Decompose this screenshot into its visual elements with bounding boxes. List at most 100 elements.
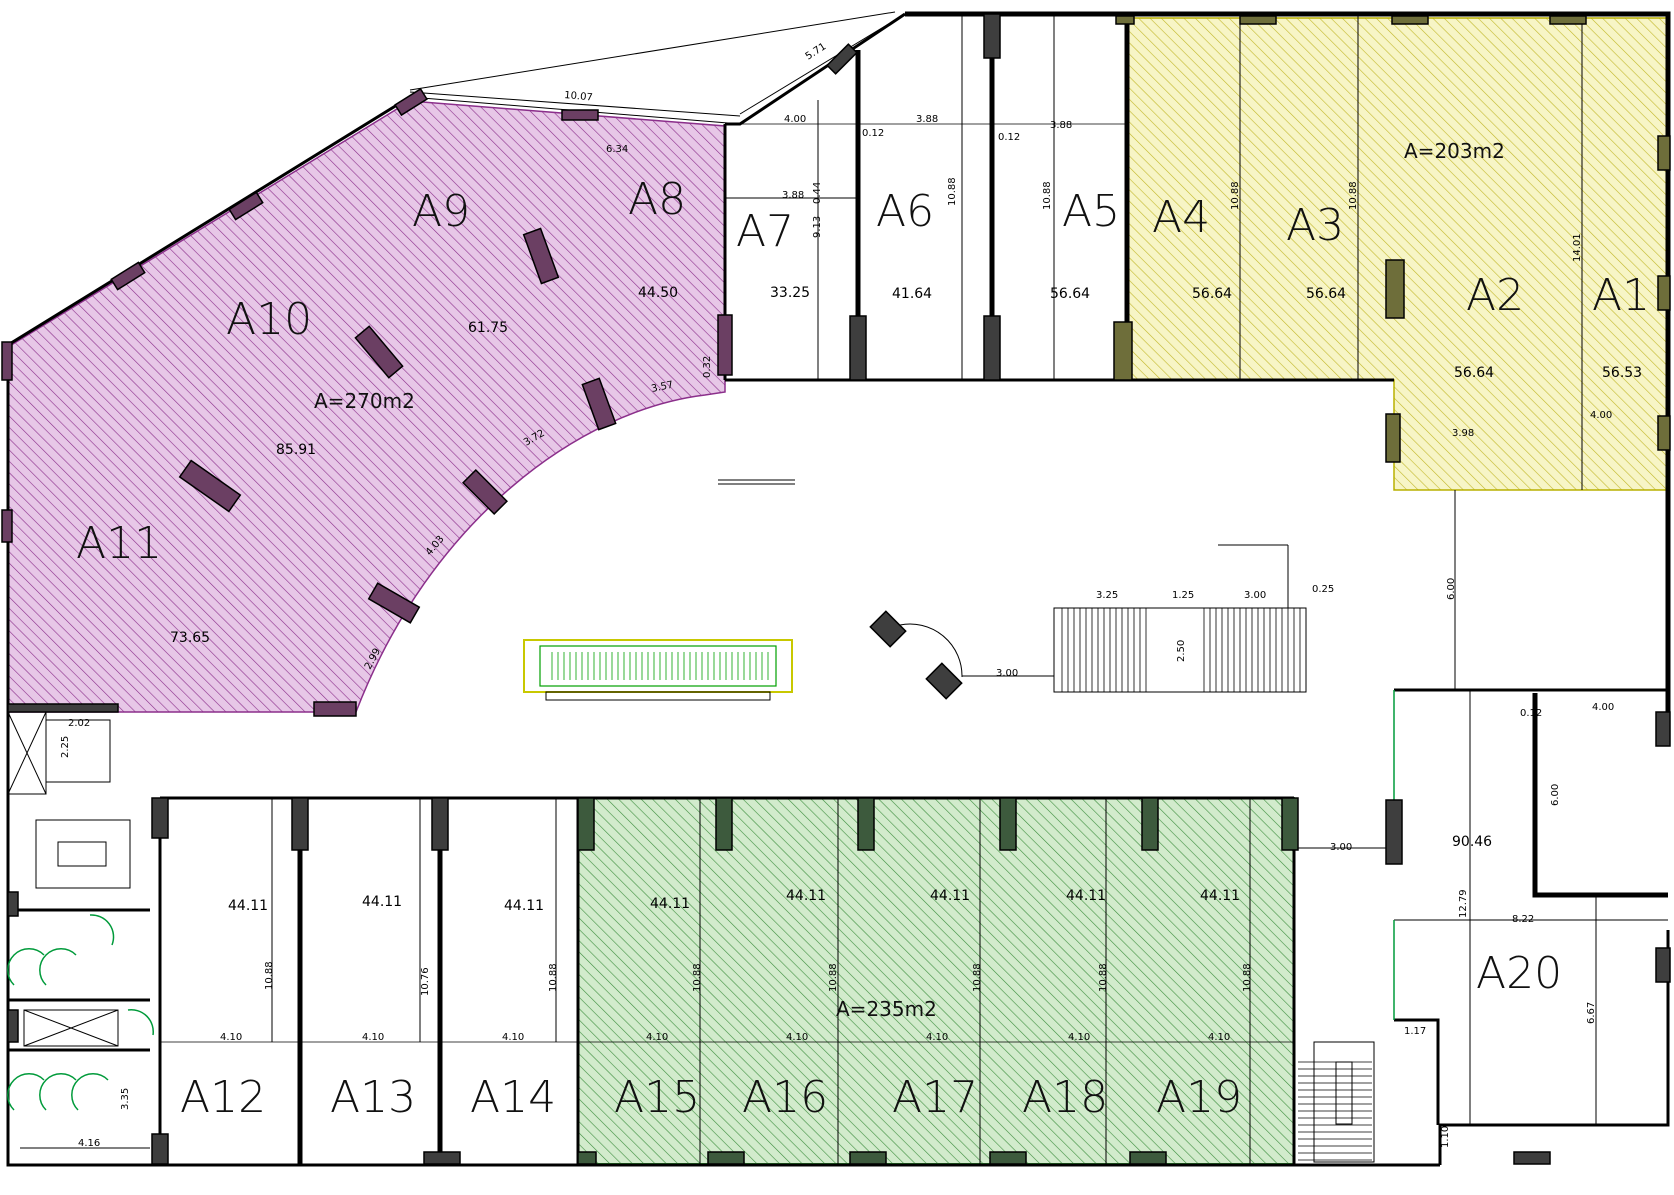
unit-area-a2: 56.64 — [1454, 365, 1494, 381]
unit-area-a19: 44.11 — [1200, 888, 1240, 904]
unit-name-a15: A15 — [614, 1072, 700, 1123]
unit-name-a1: A1 — [1592, 270, 1650, 321]
dim-top-long: 10.07 — [564, 90, 593, 103]
dim-a7-vert2: 0.44 — [812, 182, 823, 204]
dim-a20-wall: 0.12 — [1520, 708, 1542, 719]
dim-a20-base: 1.10 — [1440, 1126, 1451, 1148]
unit-area-a18: 44.11 — [1066, 888, 1106, 904]
dim-curve-1: 3.57 — [650, 380, 674, 395]
dim-elev-h: 2.25 — [60, 736, 71, 758]
unit-name-a11: A11 — [76, 518, 162, 569]
dim-right-vert: 6.00 — [1446, 578, 1457, 600]
unit-name-a5: A5 — [1062, 186, 1120, 237]
unit-name-a7: A7 — [736, 206, 794, 257]
dim-a20-h2: 6.67 — [1586, 1002, 1597, 1024]
dim-a4-height: 10.88 — [1230, 181, 1241, 210]
unit-area-a10: 85.91 — [276, 442, 316, 458]
dim-a20-small: 1.17 — [1404, 1026, 1426, 1037]
dim-a20-inner-h: 6.00 — [1550, 784, 1561, 806]
unit-name-a8: A8 — [628, 174, 686, 225]
unit-area-a11: 73.65 — [170, 630, 210, 646]
unit-name-a14: A14 — [470, 1072, 556, 1123]
unit-area-a7: 33.25 — [770, 285, 810, 301]
central-stair — [869, 544, 1307, 700]
dim-a5-top: 3.88 — [1050, 120, 1072, 131]
unit-area-a13: 44.11 — [362, 894, 402, 910]
dim-bottom-h-3: 10.88 — [548, 963, 559, 992]
dim-a5-wall: 0.12 — [998, 132, 1020, 143]
dim-a3-height: 10.88 — [1348, 181, 1359, 210]
unit-area-a6: 41.64 — [892, 286, 932, 302]
a20-walls — [1294, 490, 1668, 1125]
escalator — [523, 639, 793, 701]
unit-name-a20: A20 — [1476, 948, 1562, 999]
unit-name-a3: A3 — [1286, 200, 1344, 251]
dim-stair-h: 2.50 — [1176, 640, 1187, 662]
dim-bottom-w-3: 4.10 — [502, 1032, 524, 1043]
unit-name-a12: A12 — [180, 1072, 266, 1123]
dim-bottom-w-2: 4.10 — [362, 1032, 384, 1043]
dim-a7-top: 4.00 — [784, 114, 806, 125]
unit-area-a17: 44.11 — [930, 888, 970, 904]
dim-a8-width: 6.34 — [606, 144, 628, 155]
unit-name-a9: A9 — [412, 186, 470, 237]
dim-bottom-h-8: 10.88 — [1242, 963, 1253, 992]
dim-a1-bottom: 4.00 — [1590, 410, 1612, 421]
dim-a20-corridor: 3.00 — [1330, 842, 1352, 853]
unit-area-a15: 44.11 — [650, 896, 690, 912]
service-core — [7, 711, 154, 1149]
unit-area-a5: 56.64 — [1050, 286, 1090, 302]
dim-stair-2: 1.25 — [1172, 590, 1194, 601]
unit-name-a19: A19 — [1156, 1072, 1242, 1123]
unit-name-a18: A18 — [1022, 1072, 1108, 1123]
dim-a5-height: 10.88 — [1042, 181, 1053, 210]
dim-a20-w: 4.00 — [1592, 702, 1614, 713]
dim-top-diag: 5.71 — [804, 41, 829, 62]
stair-right — [1298, 1041, 1375, 1163]
unit-area-a1: 56.53 — [1602, 365, 1642, 381]
unit-name-a2: A2 — [1466, 270, 1524, 321]
unit-area-a16: 44.11 — [786, 888, 826, 904]
dim-bottom-h-4: 10.88 — [692, 963, 703, 992]
dim-bottom-w-6: 4.10 — [926, 1032, 948, 1043]
unit-area-a20: 90.46 — [1452, 834, 1492, 850]
unit-area-a4: 56.64 — [1192, 286, 1232, 302]
unit-name-a13: A13 — [330, 1072, 416, 1123]
dim-stair-3: 3.00 — [1244, 590, 1266, 601]
unit-name-a10: A10 — [226, 294, 312, 345]
dim-curve-small: 0.32 — [702, 356, 713, 378]
unit-area-a12: 44.11 — [228, 898, 268, 914]
dim-a1-height: 14.01 — [1572, 233, 1583, 262]
unit-name-a6: A6 — [876, 186, 934, 237]
unit-name-a16: A16 — [742, 1072, 828, 1123]
dim-stair-1: 3.25 — [1096, 590, 1118, 601]
dim-bottom-h-6: 10.88 — [972, 963, 983, 992]
dim-a2-bottom: 3.98 — [1452, 428, 1474, 439]
dim-bottom-h-1: 10.88 — [264, 961, 275, 990]
dim-bottom-h-5: 10.88 — [828, 963, 839, 992]
dim-a7-vert: 9.13 — [812, 216, 823, 238]
unit-area-a9: 61.75 — [468, 320, 508, 336]
zone-area-green: A=235m2 — [836, 997, 937, 1021]
dim-elev-w: 2.02 — [68, 718, 90, 729]
unit-area-a14: 44.11 — [504, 898, 544, 914]
dim-bottom-w-4: 4.10 — [646, 1032, 668, 1043]
zone-area-purple: A=270m2 — [314, 389, 415, 413]
unit-name-a4: A4 — [1152, 192, 1210, 243]
dim-wc-w: 4.16 — [78, 1138, 100, 1149]
dim-a20-h: 12.79 — [1458, 889, 1469, 918]
dim-stair-run: 3.00 — [996, 668, 1018, 679]
unit-area-a8: 44.50 — [638, 285, 678, 301]
dim-a6-wall: 0.12 — [862, 128, 884, 139]
zone-area-yellow: A=203m2 — [1404, 139, 1505, 163]
dim-bottom-w-5: 4.10 — [786, 1032, 808, 1043]
dim-wc-h: 3.35 — [120, 1088, 131, 1110]
dim-bottom-w-1: 4.10 — [220, 1032, 242, 1043]
unit-name-a17: A17 — [892, 1072, 978, 1123]
dim-a7-inner: 3.88 — [782, 190, 804, 201]
dim-a6-height: 10.88 — [947, 177, 958, 206]
dimension-labels: 5.71 10.07 6.34 4.00 3.88 3.88 3.88 9.13… — [60, 41, 1614, 1149]
dim-bottom-h-7: 10.88 — [1098, 963, 1109, 992]
dim-bottom-h-2: 10.76 — [420, 967, 431, 996]
